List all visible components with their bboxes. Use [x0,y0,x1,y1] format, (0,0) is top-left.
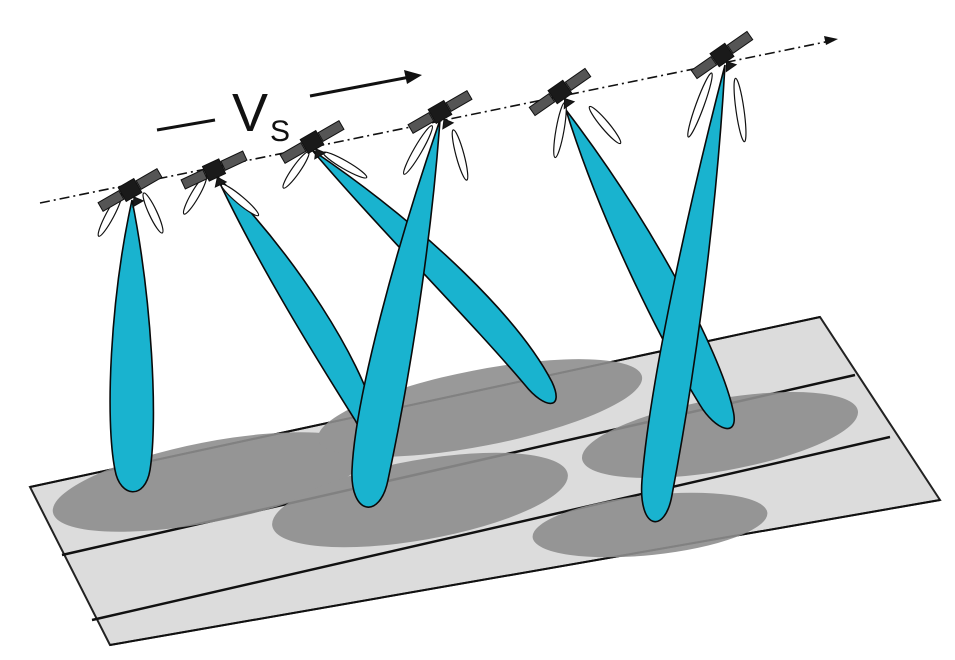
sidelobe-6b [733,77,747,143]
velocity-symbol: V [232,83,268,143]
swath-line-4 [109,499,941,646]
footprint-row1-a [52,432,368,532]
velocity-subscript: S [270,115,290,148]
satellite-6-icon [690,30,754,80]
velocity-label: V S [156,70,422,148]
beam-1 [109,199,155,493]
satellite-5-icon [528,67,592,117]
beam-4 [351,119,441,508]
satellite-2-icon [180,150,248,190]
sidelobes [97,72,747,237]
sidelobe-4a [402,125,434,175]
satellite-4-icon [407,89,473,135]
sidelobe-5b [588,105,622,145]
satellites [97,30,754,213]
beams [109,64,735,523]
orbit-arrowhead-icon [824,36,838,45]
footprint-row2-a [272,452,568,548]
sidelobe-5a [553,101,567,159]
sidelobe-6a [687,72,713,138]
beam-6 [640,64,726,523]
swath-line-3 [91,435,891,622]
velocity-arrow-icon [404,70,422,84]
satellite-1-icon [97,167,163,213]
sidelobe-4b [451,129,469,181]
velocity-dash-left [156,118,216,132]
velocity-arrow-shaft [309,75,411,98]
satellite-3-icon [279,119,345,165]
sidelobe-1b [142,192,164,234]
beam-2 [215,174,377,435]
footprint-row1-b [317,359,643,457]
footprint-row3 [532,492,768,558]
